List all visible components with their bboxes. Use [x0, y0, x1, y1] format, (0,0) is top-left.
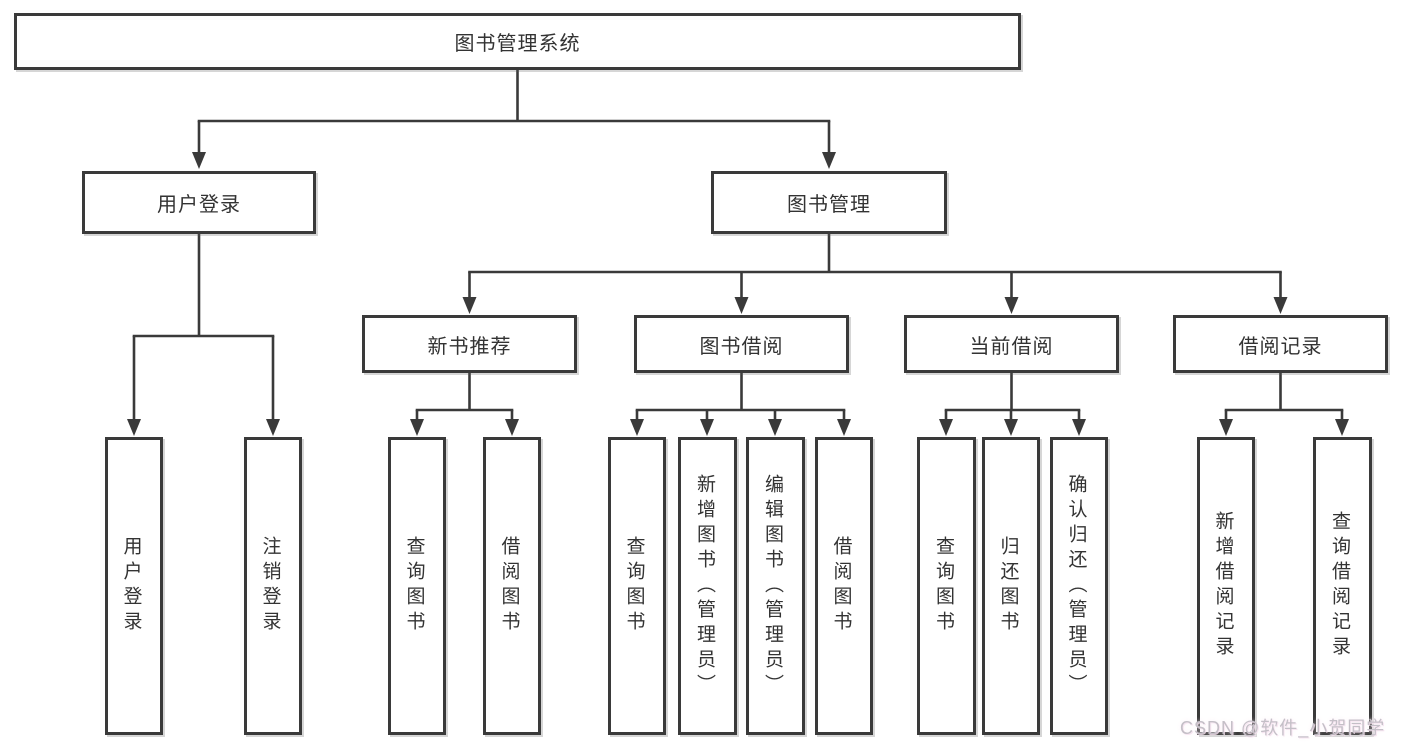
node-borrowing-records: 借阅记录: [1173, 315, 1388, 373]
node-leaf-add-borrow-record: 新增借阅记录: [1197, 437, 1255, 735]
node-book-borrowing: 图书借阅: [634, 315, 849, 373]
node-leaf-confirm-return-admin: 确认归还（管理员）: [1050, 437, 1108, 735]
node-leaf-query-borrow-record: 查询借阅记录: [1313, 437, 1372, 735]
node-leaf-add-books-admin: 新增图书（管理员）: [678, 437, 737, 735]
node-leaf-query-books-current: 查询图书: [917, 437, 976, 735]
node-leaf-return-books: 归还图书: [982, 437, 1040, 735]
csdn-watermark: CSDN @软件_小贺同学: [1180, 718, 1386, 738]
node-book-management: 图书管理: [711, 171, 947, 234]
node-leaf-query-books-borrowing: 查询图书: [608, 437, 666, 735]
node-new-book-recommendation: 新书推荐: [362, 315, 577, 373]
node-leaf-user-login: 用户登录: [105, 437, 163, 735]
node-leaf-logout: 注销登录: [244, 437, 302, 735]
node-leaf-borrow-books-recommend: 借阅图书: [483, 437, 541, 735]
node-user-login: 用户登录: [82, 171, 316, 234]
node-leaf-borrow-books: 借阅图书: [815, 437, 873, 735]
node-leaf-edit-books-admin: 编辑图书（管理员）: [746, 437, 805, 735]
node-current-borrowing: 当前借阅: [904, 315, 1119, 373]
node-library-management-system: 图书管理系统: [14, 13, 1021, 70]
node-leaf-query-books-recommend: 查询图书: [388, 437, 446, 735]
